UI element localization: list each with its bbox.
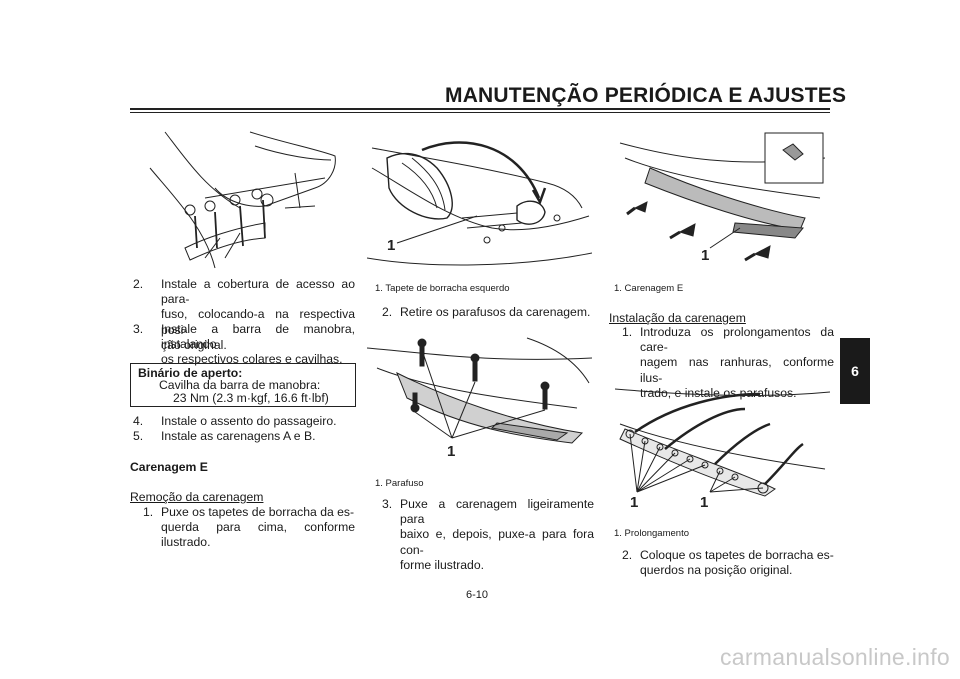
step-line: trado, e instale os parafusos. (640, 385, 797, 400)
caption-fig-screw: 1. Parafuso (375, 478, 424, 489)
step-text: Instale o assento do passageiro. (161, 414, 337, 428)
figure-extensions: 1 1 (615, 388, 830, 511)
torque-item: Cavilha da barra de manobra: (159, 378, 321, 392)
figure-label-1: 1 (447, 443, 455, 460)
step-2-remove-screws: 2. Retire os parafusos da carenagem. (382, 305, 594, 321)
step-line: os respectivos colares e cavilhas. (161, 352, 343, 367)
caption-fig-mat: 1. Tapete de borracha esquerdo (375, 283, 510, 294)
step-1-insert-extensions: 1. Introduza os prolongamentos da care- … (622, 325, 834, 400)
step-1-pull-mats: 1. Puxe os tapetes de borracha da es- qu… (143, 505, 355, 549)
step-line: forme ilustrado. (400, 557, 484, 572)
figure-label-1b: 1 (700, 494, 708, 511)
step-line: fuso, colocando-a na respectiva posi- (161, 307, 355, 337)
step-number: 2. (622, 548, 633, 562)
subheading-removal: Remoção da carenagem (130, 490, 264, 504)
step-number: 1. (143, 505, 154, 519)
step-number: 2. (133, 277, 144, 291)
step-text: Instale as carenagens A e B. (161, 429, 316, 443)
step-number: 2. (382, 305, 393, 319)
step-line: ção original. (161, 337, 227, 352)
figure-label-1: 1 (701, 247, 709, 264)
subheading-installation: Instalação da carenagem (609, 311, 746, 325)
watermark: carmanualsonline.info (719, 644, 950, 670)
torque-value: 23 Nm (2.3 m·kgf, 16.6 ft·lbf) (173, 391, 329, 405)
caption-fig-cowling: 1. Carenagem E (614, 283, 684, 294)
torque-box: Binário de aperto: Cavilha da barra de m… (130, 363, 356, 407)
step-4: 4. Instale o assento do passageiro. (133, 414, 355, 430)
torque-title: Binário de aperto: (138, 366, 243, 380)
step-line: Coloque os tapetes de borracha es- (640, 548, 834, 562)
step-line: Introduza os prolongamentos da care- (640, 325, 834, 355)
page-number: 6-10 (466, 589, 489, 601)
step-line: Puxe os tapetes de borracha da es- (161, 505, 355, 519)
step-number: 5. (133, 429, 144, 443)
step-text: Retire os parafusos da carenagem. (400, 305, 591, 319)
figure-cowling-e: 1 (619, 132, 826, 264)
step-line: nagem nas ranhuras, conforme ilus- (640, 355, 834, 385)
step-line: querdos na posição original. (640, 563, 793, 578)
figure-handlebar-install (149, 131, 336, 269)
step-line: Instale a cobertura de acesso ao para- (161, 277, 355, 307)
step-number: 3. (382, 497, 393, 511)
step-line: Instale a barra de manobra, instalando (161, 322, 355, 352)
step-5: 5. Instale as carenagens A e B. (133, 429, 355, 445)
step-line: querda para cima, conforme ilustrado. (161, 520, 355, 550)
step-2-replace-mats: 2. Coloque os tapetes de borracha es- qu… (622, 548, 834, 580)
figure-label-1: 1 (387, 237, 395, 254)
step-line: baixo e, depois, puxe-a para fora con- (400, 527, 594, 557)
page-title: MANUTENÇÃO PERIÓDICA E AJUSTES (445, 84, 847, 107)
step-number: 4. (133, 414, 144, 428)
caption-fig-extension: 1. Prolongamento (614, 528, 689, 539)
figure-label-1a: 1 (630, 494, 638, 511)
figure-rubber-mat: 1 (367, 141, 592, 266)
step-line: Puxe a carenagem ligeiramente para (400, 497, 594, 527)
step-number: 1. (622, 325, 633, 339)
step-3-pull-cowling: 3. Puxe a carenagem ligeiramente para ba… (382, 497, 594, 572)
figure-screws: 1 (367, 337, 592, 460)
header-rule-thin (130, 112, 830, 113)
step-number: 3. (133, 322, 144, 336)
section-title: Carenagem E (130, 460, 208, 474)
header-rule (130, 108, 830, 110)
step-2-install-cover: 2. Instale a cobertura de acesso ao para… (133, 277, 355, 352)
chapter-tab[interactable]: 6 (840, 338, 870, 404)
step-3-install-handlebar: 3. Instale a barra de manobra, instaland… (133, 322, 355, 366)
